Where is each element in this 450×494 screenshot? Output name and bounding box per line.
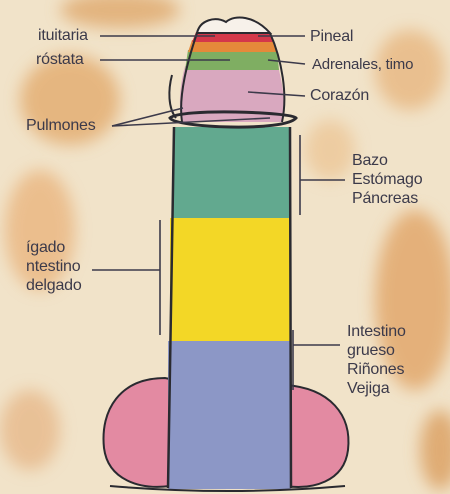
- label-prostata: róstata: [36, 50, 84, 69]
- zone-higado-intestino-delgado: [170, 218, 291, 342]
- label-corazon: Corazón: [310, 86, 369, 105]
- label-intestino-grueso-rinones-vejiga: Intestino grueso Riñones Vejiga: [347, 322, 406, 398]
- label-pulmones: Pulmones: [26, 116, 96, 135]
- label-bazo-estomago-pancreas: Bazo Estómago Páncreas: [352, 151, 422, 208]
- label-adrenales-timo: Adrenales, timo: [312, 55, 413, 74]
- label-higado-intestino-delgado: ígado ntestino delgado: [26, 238, 82, 295]
- zone-intestino-grueso-rinones: [168, 341, 291, 489]
- zone-bazo-estomago: [173, 127, 291, 219]
- label-pituitaria: ituitaria: [38, 26, 88, 45]
- label-pineal: Pineal: [310, 27, 353, 46]
